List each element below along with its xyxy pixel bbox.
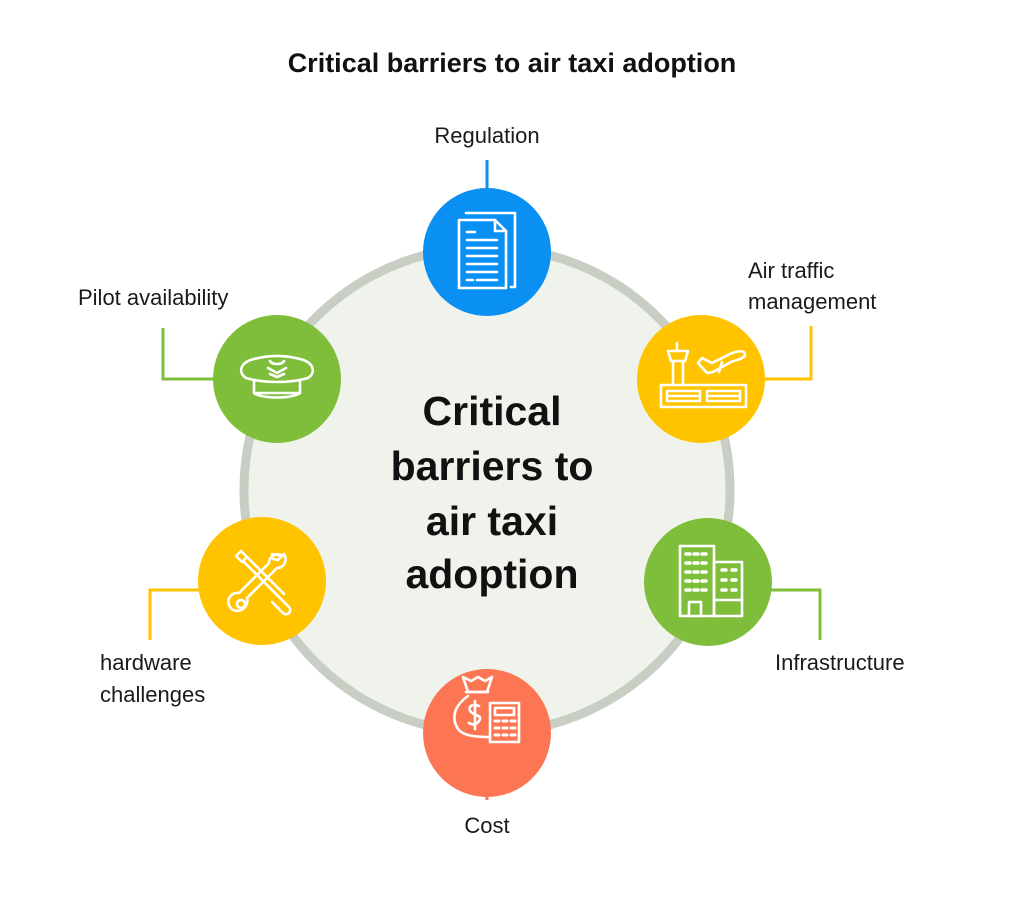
buildings-icon	[678, 544, 744, 618]
svg-text:management: management	[748, 289, 876, 314]
money-bag-calculator-icon	[453, 675, 521, 744]
label-regulation: Regulation	[434, 123, 539, 148]
barrier-pilot-availability: Pilot availability	[78, 285, 341, 443]
wrench-screwdriver-icon	[227, 549, 292, 616]
barrier-infrastructure: Infrastructure	[644, 518, 905, 675]
document-icon	[457, 211, 517, 290]
central-ring	[239, 242, 735, 738]
label-pilot-availability: Pilot availability	[78, 285, 228, 310]
center-text: Critical barriers to air taxi adoption	[391, 388, 594, 597]
barrier-cost: Cost	[423, 669, 551, 838]
label-hardware: hardware	[100, 650, 192, 675]
diagram-title: Critical barriers to air taxi adoption	[288, 48, 737, 78]
pilot-cap-icon	[239, 354, 315, 399]
svg-text:Critical: Critical	[423, 388, 562, 434]
airport-tower-plane-icon	[659, 341, 748, 409]
svg-text:adoption: adoption	[405, 551, 578, 597]
svg-text:barriers to: barriers to	[391, 443, 594, 489]
svg-text:challenges: challenges	[100, 682, 205, 707]
barrier-air-traffic-management: Air traffic management	[637, 258, 876, 443]
svg-text:air taxi: air taxi	[426, 498, 558, 544]
barrier-hardware-challenges: hardware challenges	[100, 517, 326, 707]
label-infrastructure: Infrastructure	[775, 650, 905, 675]
label-cost: Cost	[464, 813, 509, 838]
barrier-regulation: Regulation	[423, 123, 551, 316]
label-air-traffic: Air traffic	[748, 258, 834, 283]
